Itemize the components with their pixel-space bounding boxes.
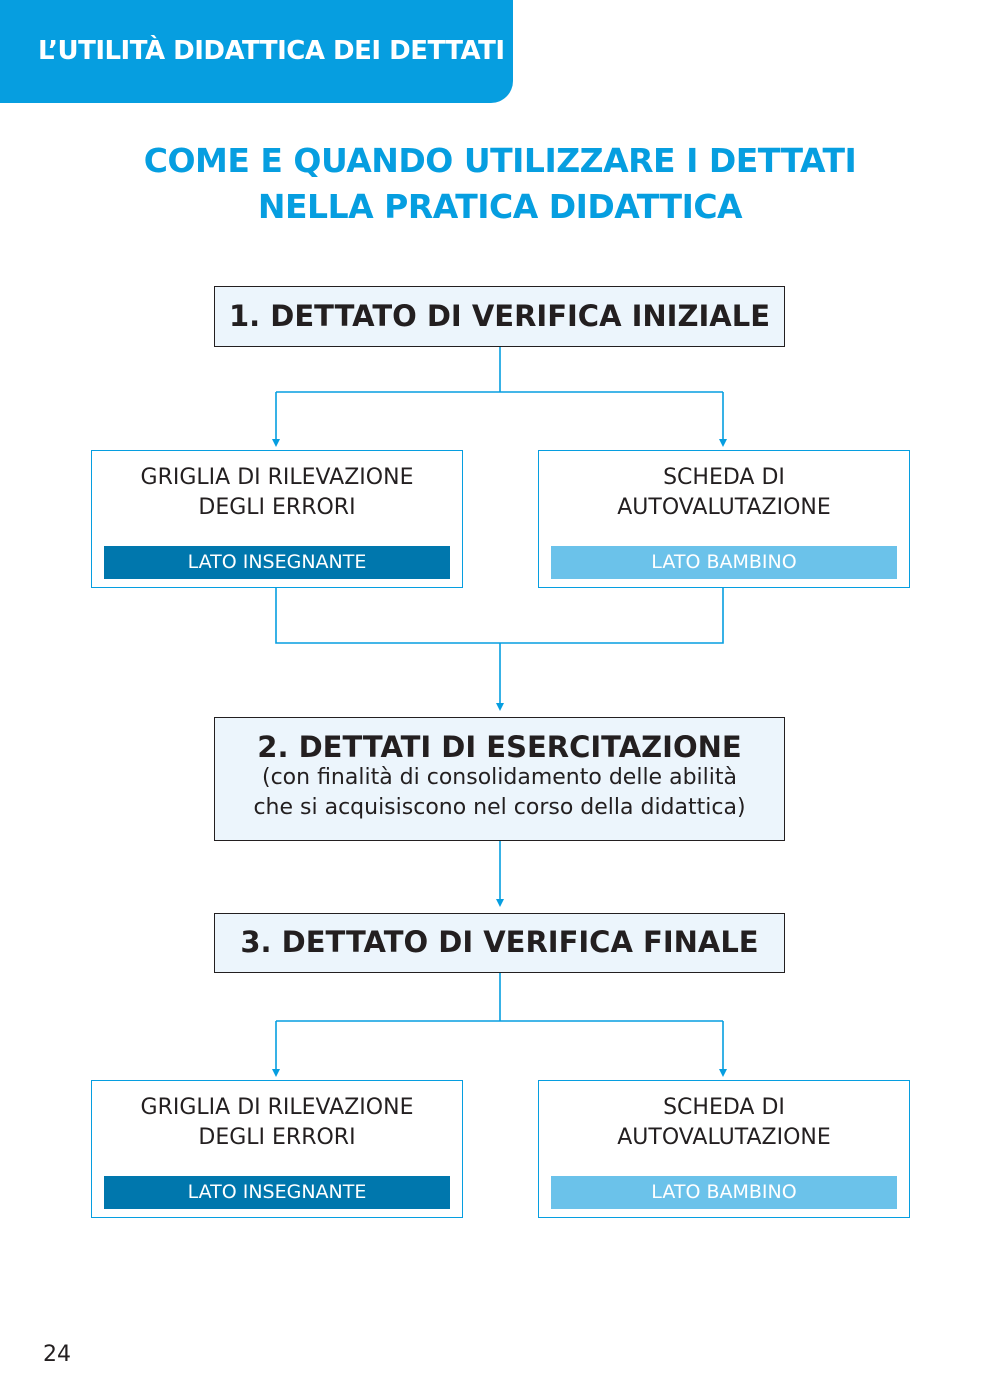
tool-self-assessment-final: SCHEDA DI AUTOVALUTAZIONE LATO BAMBINO [538,1080,910,1218]
stage-note-line-1: (con finalità di consolidamento delle ab… [262,765,737,790]
tool-error-grid-final: GRIGLIA DI RILEVAZIONE DEGLI ERRORI LATO… [91,1080,463,1218]
teacher-side-badge: LATO INSEGNANTE [104,546,450,579]
stage-title: 3. DETTATO DI VERIFICA FINALE [240,925,759,959]
connector-tools-merge [275,588,724,644]
tool-label-line-1: GRIGLIA DI RILEVAZIONE [140,1095,414,1120]
tool-label-line-2: DEGLI ERRORI [198,495,356,520]
tool-label-line-1: GRIGLIA DI RILEVAZIONE [140,465,414,490]
child-side-badge: LATO BAMBINO [551,546,897,579]
stage-title: 1. DETTATO DI VERIFICA INIZIALE [228,299,771,333]
stage-title: 2. DETTATI DI ESERCITAZIONE [257,730,742,764]
tool-label: SCHEDA DI AUTOVALUTAZIONE [539,463,909,523]
section-title: L’UTILITÀ DIDATTICA DEI DETTATI [38,36,505,66]
child-side-badge: LATO BAMBINO [551,1176,897,1209]
tool-label: SCHEDA DI AUTOVALUTAZIONE [539,1093,909,1153]
stage-note-line-2: che si acquisiscono nel corso della dida… [253,795,746,820]
tool-label-line-2: AUTOVALUTAZIONE [617,1125,831,1150]
page-title: COME E QUANDO UTILIZZARE I DETTATI NELLA… [0,138,1000,230]
tool-label: GRIGLIA DI RILEVAZIONE DEGLI ERRORI [92,1093,462,1153]
tool-label: GRIGLIA DI RILEVAZIONE DEGLI ERRORI [92,463,462,523]
page-title-line-2: NELLA PRATICA DIDATTICA [257,187,743,226]
tool-label-line-1: SCHEDA DI [663,1095,785,1120]
tool-label-line-1: SCHEDA DI [663,465,785,490]
tool-label-line-2: DEGLI ERRORI [198,1125,356,1150]
tool-label-line-2: AUTOVALUTAZIONE [617,495,831,520]
tool-self-assessment-initial: SCHEDA DI AUTOVALUTAZIONE LATO BAMBINO [538,450,910,588]
stage-practice: 2. DETTATI DI ESERCITAZIONE (con finalit… [214,717,785,841]
teacher-side-badge: LATO INSEGNANTE [104,1176,450,1209]
connector-stage3-split [276,973,723,1022]
page-title-line-1: COME E QUANDO UTILIZZARE I DETTATI [143,141,857,180]
connector-stage1-split [276,347,723,393]
page-number: 24 [43,1342,71,1367]
tool-error-grid-initial: GRIGLIA DI RILEVAZIONE DEGLI ERRORI LATO… [91,450,463,588]
stage-final-check: 3. DETTATO DI VERIFICA FINALE [214,913,785,973]
section-header-tab: L’UTILITÀ DIDATTICA DEI DETTATI [0,0,513,103]
stage-initial-check: 1. DETTATO DI VERIFICA INIZIALE [214,286,785,347]
